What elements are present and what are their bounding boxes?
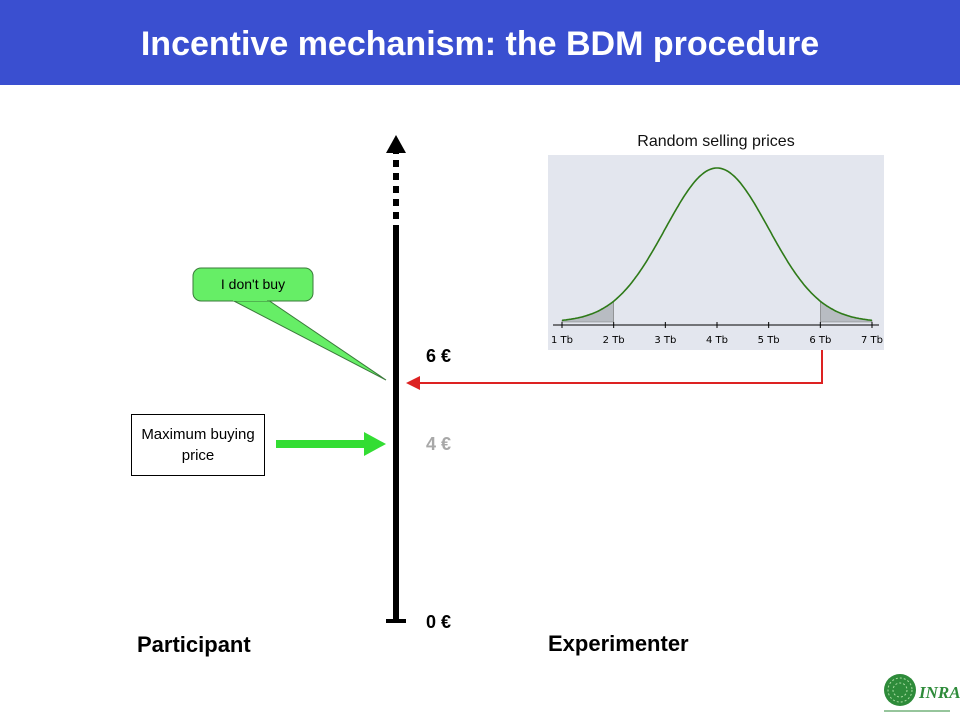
title-bar xyxy=(0,0,960,85)
axis-label-6: 6 € xyxy=(426,346,452,366)
distribution-ticks: 1 Tb 2 Tb 3 Tb 4 Tb 5 Tb 6 Tb 7 Tb xyxy=(551,322,883,346)
selling-price-arrow-head xyxy=(406,376,420,390)
distribution-curve xyxy=(561,167,873,322)
distribution-tick-label: 1 Tb xyxy=(551,335,573,346)
participant-label: Participant xyxy=(137,632,251,657)
callout-label: I don't buy xyxy=(220,276,286,292)
slide-title: Incentive mechanism: the BDM procedure xyxy=(140,25,820,63)
inra-logo-icon: INRA xyxy=(884,674,960,712)
selling-price-arrow-line xyxy=(418,338,823,384)
distribution-tick-label: 3 Tb xyxy=(654,335,676,346)
axis-label-0: 0 € xyxy=(426,612,452,632)
max-buying-price-box: Maximum buying price xyxy=(131,414,265,476)
distribution-tick-label: 5 Tb xyxy=(758,335,780,346)
distribution-tick-label: 2 Tb xyxy=(603,335,625,346)
price-axis-arrowhead xyxy=(386,135,406,153)
distribution-tick-label: 6 Tb xyxy=(809,335,831,346)
max-buying-price-label: Maximum buying price xyxy=(141,426,255,464)
experimenter-label: Experimenter xyxy=(548,631,689,656)
distribution-title: Random selling prices xyxy=(637,133,795,150)
axis-label-4: 4 € xyxy=(426,434,452,454)
max-price-arrow-head xyxy=(364,432,386,456)
svg-text:INRA: INRA xyxy=(918,683,960,702)
callout-tail xyxy=(231,299,387,381)
distribution-tick-label: 7 Tb xyxy=(861,335,883,346)
distribution-tick-label: 4 Tb xyxy=(706,335,728,346)
